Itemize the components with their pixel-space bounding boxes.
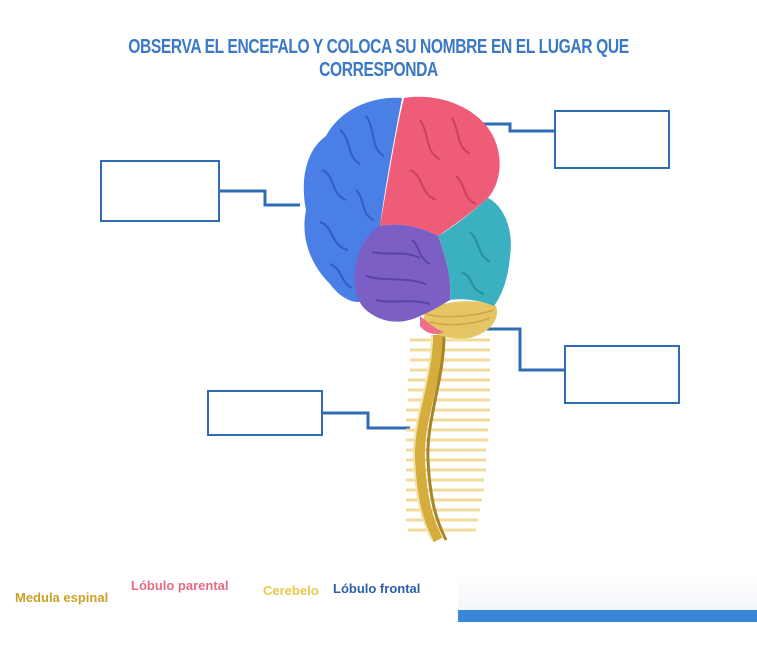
bottom-panel bbox=[458, 572, 757, 610]
answer-box-top-right[interactable] bbox=[554, 110, 670, 169]
occipital-gyri bbox=[461, 231, 491, 295]
connector-top-right bbox=[468, 122, 554, 133]
label-lobulo-frontal[interactable]: Lóbulo frontal bbox=[333, 581, 421, 596]
cerebellum-region bbox=[424, 301, 497, 339]
connector-right bbox=[486, 327, 564, 372]
answer-box-bottom-left[interactable] bbox=[207, 390, 323, 436]
label-cerebelo[interactable]: Cerebelo bbox=[263, 583, 319, 598]
temporal-lobe-region bbox=[354, 224, 451, 322]
brainstem-region bbox=[420, 316, 444, 334]
page-title: OBSERVA EL ENCEFALO Y COLOCA SU NOMBRE E… bbox=[128, 36, 629, 81]
label-medula-espinal[interactable]: Medula espinal bbox=[15, 590, 109, 605]
frontal-gyri bbox=[319, 115, 385, 289]
connector-lines bbox=[220, 122, 564, 430]
answer-box-right[interactable] bbox=[564, 345, 680, 404]
answer-box-left[interactable] bbox=[100, 160, 220, 222]
connector-left bbox=[220, 189, 300, 207]
temporal-gyri bbox=[365, 239, 431, 305]
spine-cord bbox=[414, 334, 443, 543]
label-lobulo-parental[interactable]: Lóbulo parental bbox=[131, 578, 229, 593]
parietal-gyri bbox=[409, 117, 477, 205]
bottom-accent-bar bbox=[458, 610, 757, 622]
brain bbox=[303, 96, 511, 339]
spinal-cord bbox=[406, 334, 490, 543]
connector-bottom-left bbox=[322, 411, 410, 430]
occipital-lobe-region bbox=[438, 198, 511, 306]
